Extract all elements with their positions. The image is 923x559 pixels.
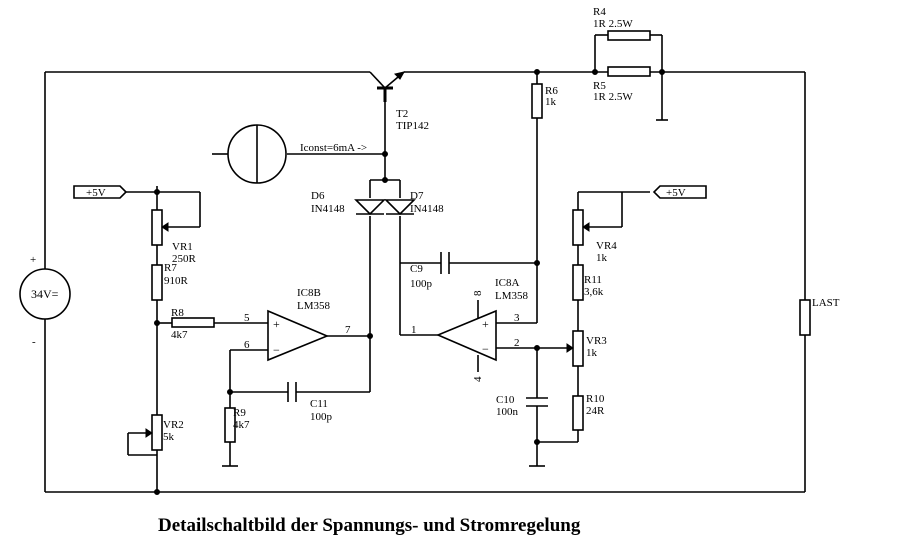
ic8b-value: LM358 xyxy=(297,300,331,312)
current-source-label: Iconst=6mA -> xyxy=(300,142,367,154)
t2-ref: T2 xyxy=(396,108,408,120)
vr3-value: 1k xyxy=(586,347,598,359)
r8-ref: R8 xyxy=(171,307,184,319)
pot-vr4: VR4 1k xyxy=(572,209,617,264)
r8-value: 4k7 xyxy=(171,329,188,341)
r9-value: 4k7 xyxy=(233,419,250,431)
d6-ref: D6 xyxy=(311,190,325,202)
capacitor-c11: C11 100p xyxy=(287,382,333,423)
vr3-ref: VR3 xyxy=(586,335,607,347)
source-plus: + xyxy=(30,254,36,266)
vr1-ref: VR1 xyxy=(172,241,193,253)
supply-tag-left-label: +5V xyxy=(86,187,106,199)
supply-tag-right-label: +5V xyxy=(666,187,686,199)
vr2-ref: VR2 xyxy=(163,419,184,431)
voltage-source: 34V= + - xyxy=(19,254,71,348)
pot-vr3: VR3 1k xyxy=(566,330,607,367)
opamp-ic8b: + − IC8B LM358 5 6 7 xyxy=(244,287,351,362)
t2-value: TIP142 xyxy=(396,120,429,132)
resistor-r11: R11 3,6k xyxy=(572,264,604,301)
source-label: 34V= xyxy=(31,287,59,301)
c9-value: 100p xyxy=(410,278,433,290)
resistor-r4: R4 1R 2.5W xyxy=(593,6,651,41)
ic8a-plus: + xyxy=(482,317,489,331)
c11-ref: C11 xyxy=(310,398,328,410)
r11-ref: R11 xyxy=(584,274,602,286)
c9-ref: C9 xyxy=(410,263,423,275)
ic8a-pin4: 4 xyxy=(472,376,484,382)
r6-value: 1k xyxy=(545,96,557,108)
r6-ref: R6 xyxy=(545,85,558,97)
load-last: LAST xyxy=(799,297,840,336)
ic8a-pin2: 2 xyxy=(514,337,520,349)
diode-d7: D7 IN4148 xyxy=(384,190,444,216)
ic8a-pin3: 3 xyxy=(514,312,520,324)
pot-vr1: VR1 250R xyxy=(151,209,197,265)
ic8b-pin6: 6 xyxy=(244,339,250,351)
d7-ref: D7 xyxy=(410,190,424,202)
vr1-value: 250R xyxy=(172,253,197,265)
resistor-r7: R7 910R xyxy=(151,262,189,301)
ic8a-minus: − xyxy=(482,342,489,356)
opamp-ic8a: + − IC8A LM358 3 2 1 8 4 xyxy=(411,277,529,382)
wiring xyxy=(44,34,806,493)
r5-ref: R5 xyxy=(593,80,606,92)
c10-value: 100n xyxy=(496,406,519,418)
resistor-r8: R8 4k7 xyxy=(171,307,215,341)
r11-value: 3,6k xyxy=(584,286,604,298)
capacitor-c9: C9 100p xyxy=(410,252,450,290)
ic8a-value: LM358 xyxy=(495,290,529,302)
ic8b-pin7: 7 xyxy=(345,324,351,336)
vr4-ref: VR4 xyxy=(596,240,617,252)
ic8b-pin5: 5 xyxy=(244,312,250,324)
r9-ref: R9 xyxy=(233,407,246,419)
pot-vr2: VR2 5k xyxy=(145,414,184,451)
diode-d6: D6 IN4148 xyxy=(311,190,386,216)
supply-tag-left: +5V xyxy=(73,185,128,199)
r7-value: 910R xyxy=(164,275,189,287)
transistor-t2: T2 TIP142 xyxy=(369,71,429,132)
c10-ref: C10 xyxy=(496,394,515,406)
r4-value: 1R 2.5W xyxy=(593,18,633,30)
current-source: Iconst=6mA -> xyxy=(227,124,367,184)
capacitor-c10: C10 100n xyxy=(496,394,548,418)
r7-ref: R7 xyxy=(164,262,177,274)
ic8b-plus: + xyxy=(273,317,280,331)
ic8a-ref: IC8A xyxy=(495,277,520,289)
r4-ref: R4 xyxy=(593,6,606,18)
vr2-value: 5k xyxy=(163,431,175,443)
r10-value: 24R xyxy=(586,405,605,417)
vr4-value: 1k xyxy=(596,252,608,264)
resistor-r10: R10 24R xyxy=(572,393,605,431)
ic8b-ref: IC8B xyxy=(297,287,321,299)
ic8a-pin1: 1 xyxy=(411,324,417,336)
load-label: LAST xyxy=(812,297,840,309)
r5-value: 1R 2.5W xyxy=(593,91,633,103)
resistor-r6: R6 1k xyxy=(531,83,558,119)
d7-value: IN4148 xyxy=(410,203,444,215)
supply-tag-right: +5V xyxy=(652,185,707,199)
source-minus: - xyxy=(32,336,36,348)
junction-dots xyxy=(154,69,665,495)
resistor-r9: R9 4k7 xyxy=(224,407,250,443)
ic8b-minus: − xyxy=(273,343,280,357)
r10-ref: R10 xyxy=(586,393,605,405)
resistor-r5: R5 1R 2.5W xyxy=(593,66,651,103)
diagram-caption: Detailschaltbild der Spannungs- und Stro… xyxy=(158,515,581,536)
c11-value: 100p xyxy=(310,411,333,423)
d6-value: IN4148 xyxy=(311,203,345,215)
ic8a-pin8: 8 xyxy=(472,290,484,296)
